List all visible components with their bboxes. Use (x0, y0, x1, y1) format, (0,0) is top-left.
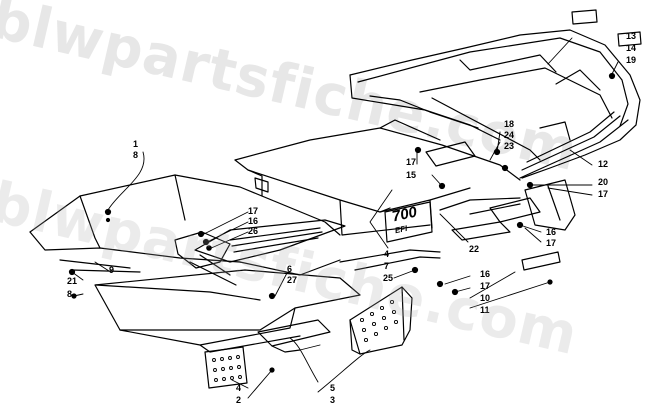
callout-26: 26 (248, 226, 259, 236)
callout-7: 7 (384, 261, 390, 271)
bracket-left (204, 346, 248, 389)
callout-8: 8 (133, 150, 139, 160)
callout-16: 16 (546, 227, 557, 237)
callout-17: 17 (546, 238, 557, 248)
bar-stock (339, 141, 521, 271)
callout-8: 8 (67, 289, 73, 299)
callout-4: 4 (236, 383, 242, 393)
nameplate-10 (521, 251, 561, 271)
callout-20: 20 (598, 177, 609, 187)
floorboard-panel (94, 269, 361, 353)
bracket-center (349, 286, 413, 355)
callout-14: 14 (626, 43, 637, 53)
tunnel-cover (234, 119, 521, 236)
callout-3: 3 (330, 395, 336, 405)
callout-9: 9 (109, 265, 115, 275)
callout-15: 15 (406, 170, 417, 180)
decal-13 (571, 9, 598, 25)
callout-10: 10 (480, 293, 491, 303)
callout-16: 16 (480, 269, 491, 279)
callout-1: 1 (133, 139, 139, 149)
mount-plate-22 (451, 197, 541, 241)
callout-17: 17 (598, 189, 609, 199)
callout-17: 17 (480, 281, 491, 291)
efi-badge-shape (384, 201, 433, 243)
side-rail (174, 219, 346, 286)
callout-17: 17 (406, 157, 417, 167)
callout-21: 21 (67, 276, 78, 286)
callout-27: 27 (287, 275, 298, 285)
rear-bumper (349, 29, 641, 179)
callout-16: 16 (248, 216, 259, 226)
callout-6: 6 (287, 264, 293, 274)
bracket-holes (212, 299, 399, 382)
callout-25: 25 (383, 273, 394, 283)
callout-4: 4 (384, 249, 390, 259)
callout-19: 19 (626, 55, 637, 65)
heel-pad (257, 319, 331, 353)
callout-24: 24 (504, 130, 515, 140)
callout-17: 17 (248, 206, 259, 216)
callout-2: 2 (236, 395, 242, 405)
callout-5: 5 (330, 383, 336, 393)
callout-22: 22 (469, 244, 480, 254)
leader-lines (71, 37, 619, 399)
callout-23: 23 (504, 141, 515, 151)
callout-11: 11 (480, 305, 490, 315)
callout-12: 12 (598, 159, 609, 169)
reflector (524, 179, 576, 231)
callout-13: 13 (626, 31, 637, 41)
callout-18: 18 (504, 119, 515, 129)
decal-14 (617, 31, 642, 47)
